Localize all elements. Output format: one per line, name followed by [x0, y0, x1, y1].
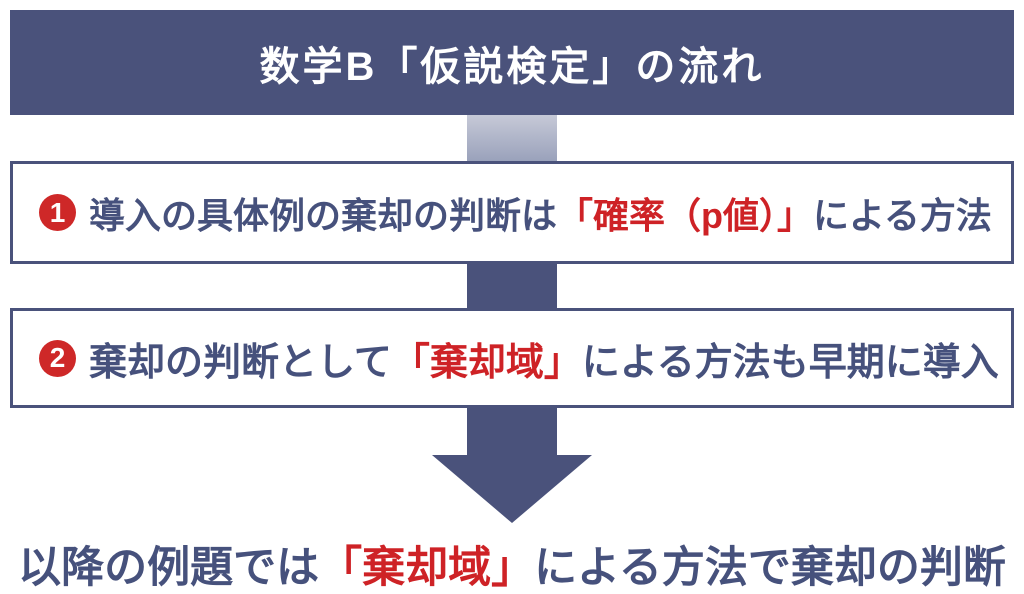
step-2-segment-lead: 棄却の判断として — [89, 341, 392, 384]
conclusion-segment-lead: 以降の例題では — [18, 544, 320, 592]
step-2-text: 棄却の判断として「棄却域」による方法も早期に導入 — [89, 331, 999, 386]
step-1-segment-tail: による方法 — [813, 194, 992, 236]
big-down-arrow-stem — [467, 402, 557, 455]
big-down-arrow-head — [432, 455, 592, 523]
conclusion-segment-highlight: 「棄却域」 — [319, 544, 535, 592]
step-2-segment-highlight: 「棄却域」 — [391, 341, 582, 384]
step-1-segment-highlight: 「確率（p値）」 — [557, 194, 814, 236]
down-connector-gradient — [467, 115, 557, 163]
conclusion-text: 以降の例題では「棄却域」による方法で棄却の判断 — [0, 533, 1024, 594]
header-bar: 数学B「仮説検定」の流れ — [10, 10, 1014, 115]
step-1-text: 導入の具体例の棄却の判断は「確率（p値）」による方法 — [89, 187, 992, 239]
step-box-1: 1 導入の具体例の棄却の判断は「確率（p値）」による方法 — [10, 161, 1014, 264]
step-box-2: 2 棄却の判断として「棄却域」による方法も早期に導入 — [10, 308, 1014, 408]
step-1-number-badge: 1 — [39, 194, 76, 231]
step-2-number-badge: 2 — [39, 339, 76, 377]
step-2-segment-tail: による方法も早期に導入 — [581, 341, 999, 384]
step-1-segment-lead: 導入の具体例の棄却の判断は — [89, 194, 558, 236]
conclusion-segment-tail: による方法で棄却の判断 — [534, 544, 1006, 592]
diagram-title: 数学B「仮説検定」の流れ — [259, 44, 765, 89]
down-connector-solid — [467, 260, 557, 312]
